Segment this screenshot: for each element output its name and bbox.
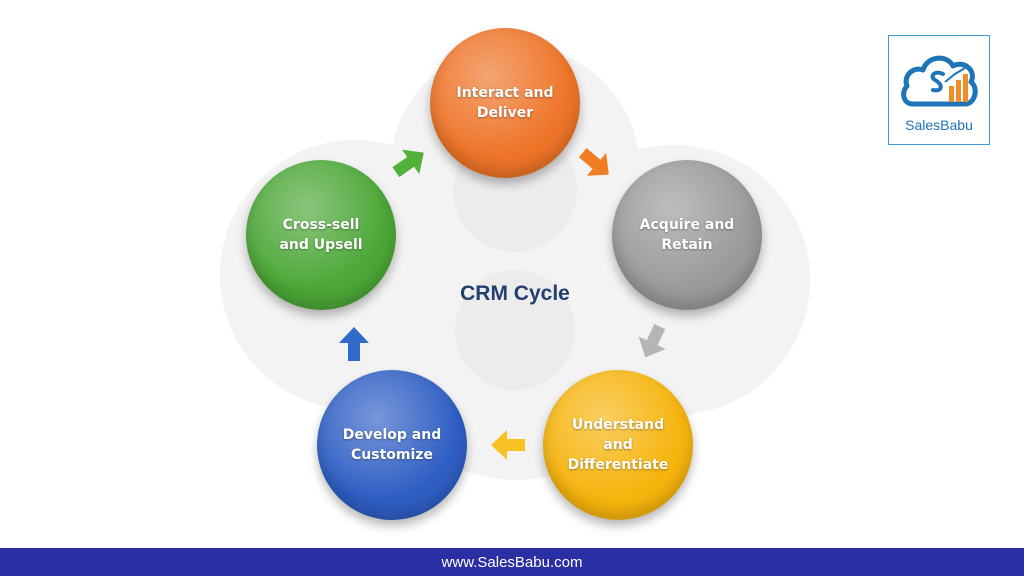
cloud-chart-icon [901, 55, 978, 107]
arrow-shape [491, 430, 525, 460]
arrow-shape [638, 323, 666, 358]
arrow-crosssell-to-interact-icon [392, 149, 424, 178]
website-url[interactable]: www.SalesBabu.com [441, 553, 583, 571]
node-acquire-and-retain: Acquire and Retain [612, 160, 762, 310]
arrow-shape [578, 148, 609, 176]
crm-cycle-diagram: Interact and Deliver Acquire and Retain … [220, 28, 990, 520]
arrow-understand-to-develop-icon [491, 430, 525, 460]
node-label: Acquire and Retain [639, 217, 735, 253]
salesbabu-logo: SalesBabu [888, 35, 990, 145]
node-label: Interact and Deliver [456, 85, 554, 121]
arrow-develop-to-crosssell-icon [339, 327, 369, 361]
arrow-shape [392, 149, 424, 178]
node-label: Understand and Differentiate [567, 417, 669, 473]
node-label: Develop and Customize [342, 427, 442, 463]
logo-text: SalesBabu [905, 117, 973, 133]
node-understand-and-differentiate: Understand and Differentiate [543, 370, 693, 520]
diagram-title: CRM Cycle [460, 282, 570, 305]
node-interact-and-deliver: Interact and Deliver [430, 28, 580, 178]
arrow-shape [339, 327, 369, 361]
node-cross-sell-and-upsell: Cross-sell and Upsell [246, 160, 396, 310]
node-label: Cross-sell and Upsell [279, 217, 363, 253]
footer-bar: www.SalesBabu.com [0, 548, 1024, 576]
arrow-acquire-to-understand-icon [638, 323, 666, 358]
arrow-interact-to-acquire-icon [578, 148, 609, 176]
node-develop-and-customize: Develop and Customize [317, 370, 467, 520]
